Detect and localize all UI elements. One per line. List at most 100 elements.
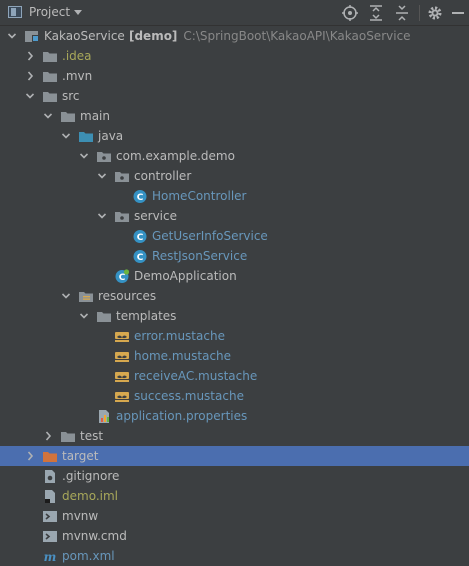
tree-item-label: service [134, 209, 177, 223]
tree-item[interactable]: .mvn [0, 66, 469, 86]
tree-item[interactable]: C HomeController [0, 186, 469, 206]
toolbar-separator [419, 5, 420, 21]
java-class-icon: C [133, 190, 147, 203]
properties-icon [99, 410, 109, 423]
chevron-down-icon[interactable] [62, 131, 70, 141]
tree-item-name: DemoApplication [134, 269, 237, 283]
tree-item-label: demo.iml [62, 489, 118, 503]
tree-item-name: .idea [62, 49, 92, 63]
folder-icon [97, 312, 111, 322]
tree-item[interactable]: service [0, 206, 469, 226]
java-class-icon: C [133, 250, 147, 263]
gear-icon[interactable] [426, 4, 444, 22]
maven-icon: m [44, 550, 57, 563]
module-icon [25, 31, 39, 42]
locate-icon[interactable] [341, 4, 359, 22]
tree-item-label: main [80, 109, 110, 123]
module-path: C:\SpringBoot\KakaoAPI\KakaoService [183, 29, 411, 43]
tree-item[interactable]: C GetUserInfoService [0, 226, 469, 246]
project-view-icon [8, 6, 22, 18]
tree-item[interactable]: resources [0, 286, 469, 306]
expand-all-icon[interactable] [367, 4, 385, 22]
tree-item[interactable]: target [0, 446, 469, 466]
tree-item[interactable]: receiveAC.mustache [0, 366, 469, 386]
tree-item-name: main [80, 109, 110, 123]
tree-item[interactable]: mvnw [0, 506, 469, 526]
tree-item-label: .idea [62, 49, 92, 63]
chevron-down-icon[interactable] [80, 151, 88, 161]
chevron-down-icon[interactable] [98, 171, 106, 181]
tree-item-name: mvnw [62, 509, 99, 523]
tree-item-label: mvnw.cmd [62, 529, 127, 543]
chevron-right-icon[interactable] [26, 51, 34, 61]
tree-item-label: receiveAC.mustache [134, 369, 257, 383]
collapse-all-icon[interactable] [393, 4, 411, 22]
tree-item[interactable]: main [0, 106, 469, 126]
tree-item-name: receiveAC.mustache [134, 369, 258, 383]
folder-icon [61, 432, 75, 442]
project-view-title[interactable]: Project [29, 5, 71, 19]
excluded-folder-icon [43, 452, 57, 462]
tree-item-label: .mvn [62, 69, 92, 83]
tree-item[interactable]: application.properties [0, 406, 469, 426]
chevron-down-icon[interactable] [44, 111, 52, 121]
tree-item-label: HomeController [152, 189, 246, 203]
tree-item-name: service [134, 209, 177, 223]
chevron-down-icon[interactable] [98, 211, 106, 221]
chevron-right-icon[interactable] [26, 71, 34, 81]
svg-text:C: C [137, 253, 144, 263]
folder-icon [61, 112, 75, 122]
tree-item[interactable]: success.mustache [0, 386, 469, 406]
tree-item-label: resources [98, 289, 156, 303]
tree-item[interactable]: home.mustache [0, 346, 469, 366]
chevron-down-icon[interactable] [80, 311, 88, 321]
minimize-icon[interactable] [449, 4, 467, 22]
chevron-right-icon[interactable] [44, 431, 52, 441]
folder-icon [43, 92, 57, 102]
tree-item[interactable]: C RestJsonService [0, 246, 469, 266]
tree-item-name: .mvn [62, 69, 93, 83]
tree-item[interactable]: m pom.xml [0, 546, 469, 566]
tree-item[interactable]: mvnw.cmd [0, 526, 469, 546]
tree-item-name: src [62, 89, 80, 103]
folder-icon [43, 52, 57, 62]
gitignore-icon [45, 470, 55, 483]
resources-folder-icon [79, 292, 93, 302]
tree-item[interactable]: java [0, 126, 469, 146]
tree-item[interactable]: KakaoService [demo]C:\SpringBoot\KakaoAP… [0, 26, 469, 46]
java-class-icon: C [133, 230, 147, 243]
tree-item-label: DemoApplication [134, 269, 237, 283]
svg-text:m: m [44, 550, 57, 563]
tree-item-name: demo.iml [62, 489, 118, 503]
tree-item[interactable]: demo.iml [0, 486, 469, 506]
tree-item-name: RestJsonService [152, 249, 248, 263]
view-dropdown-icon[interactable] [74, 10, 82, 15]
tree-item-label: mvnw [62, 509, 98, 523]
tree-item[interactable]: .gitignore [0, 466, 469, 486]
tree-item-name: pom.xml [62, 549, 115, 563]
mustache-icon [115, 352, 129, 362]
tree-item-label: application.properties [116, 409, 247, 423]
tree-item[interactable]: test [0, 426, 469, 446]
chevron-right-icon[interactable] [26, 451, 34, 461]
tree-item[interactable]: .idea [0, 46, 469, 66]
tree-item[interactable]: error.mustache [0, 326, 469, 346]
tree-item-label: RestJsonService [152, 249, 247, 263]
tree-item-name: resources [98, 289, 157, 303]
tree-item-name: controller [134, 169, 192, 183]
package-icon [97, 152, 111, 162]
tree-item[interactable]: src [0, 86, 469, 106]
mustache-icon [115, 372, 129, 382]
chevron-down-icon[interactable] [8, 31, 16, 41]
tree-item[interactable]: controller [0, 166, 469, 186]
tree-item[interactable]: com.example.demo [0, 146, 469, 166]
chevron-down-icon[interactable] [26, 91, 34, 101]
tree-item-name: mvnw.cmd [62, 529, 127, 543]
chevron-down-icon[interactable] [62, 291, 70, 301]
tree-item[interactable]: templates [0, 306, 469, 326]
tree-item-label: src [62, 89, 80, 103]
tree-item-label: KakaoService [demo]C:\SpringBoot\KakaoAP… [44, 29, 411, 43]
package-icon [115, 172, 129, 182]
tree-item-name: GetUserInfoService [152, 229, 268, 243]
